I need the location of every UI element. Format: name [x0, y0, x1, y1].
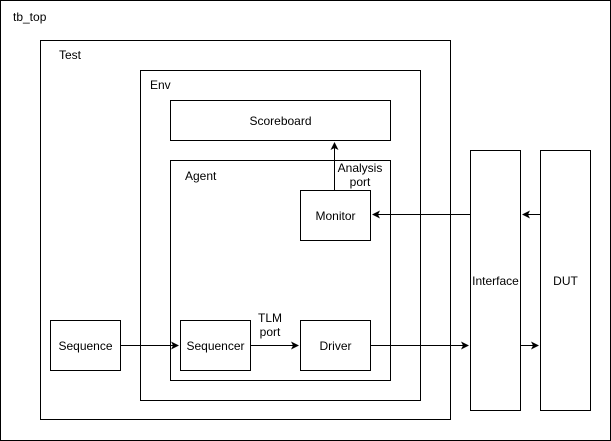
scoreboard-label: Scoreboard: [249, 113, 312, 128]
monitor-label: Monitor: [315, 208, 356, 223]
interface-block: Interface: [470, 150, 521, 411]
sequencer-block: Sequencer: [180, 320, 251, 371]
interface-label: Interface: [472, 273, 519, 288]
analysis-port-label: Analysis port: [334, 161, 386, 189]
driver-label: Driver: [319, 338, 352, 353]
dut-label: DUT: [553, 273, 578, 288]
analysis-port-line1: Analysis: [337, 161, 383, 175]
env-label: Env: [150, 78, 171, 92]
agent-label: Agent: [185, 169, 217, 183]
tlm-port-line2: port: [259, 325, 281, 339]
tlm-port-line1: TLM: [258, 311, 282, 325]
sequencer-label: Sequencer: [186, 338, 245, 353]
monitor-block: Monitor: [300, 190, 371, 241]
tlm-port-label: TLM port: [252, 311, 288, 339]
test-label: Test: [59, 48, 82, 62]
sequence-block: Sequence: [50, 320, 121, 371]
sequence-label: Sequence: [58, 338, 113, 353]
tb-top-label: tb_top: [13, 10, 47, 24]
scoreboard-block: Scoreboard: [170, 100, 391, 141]
dut-block: DUT: [540, 150, 591, 411]
analysis-port-line2: port: [349, 175, 371, 189]
driver-block: Driver: [300, 320, 371, 371]
